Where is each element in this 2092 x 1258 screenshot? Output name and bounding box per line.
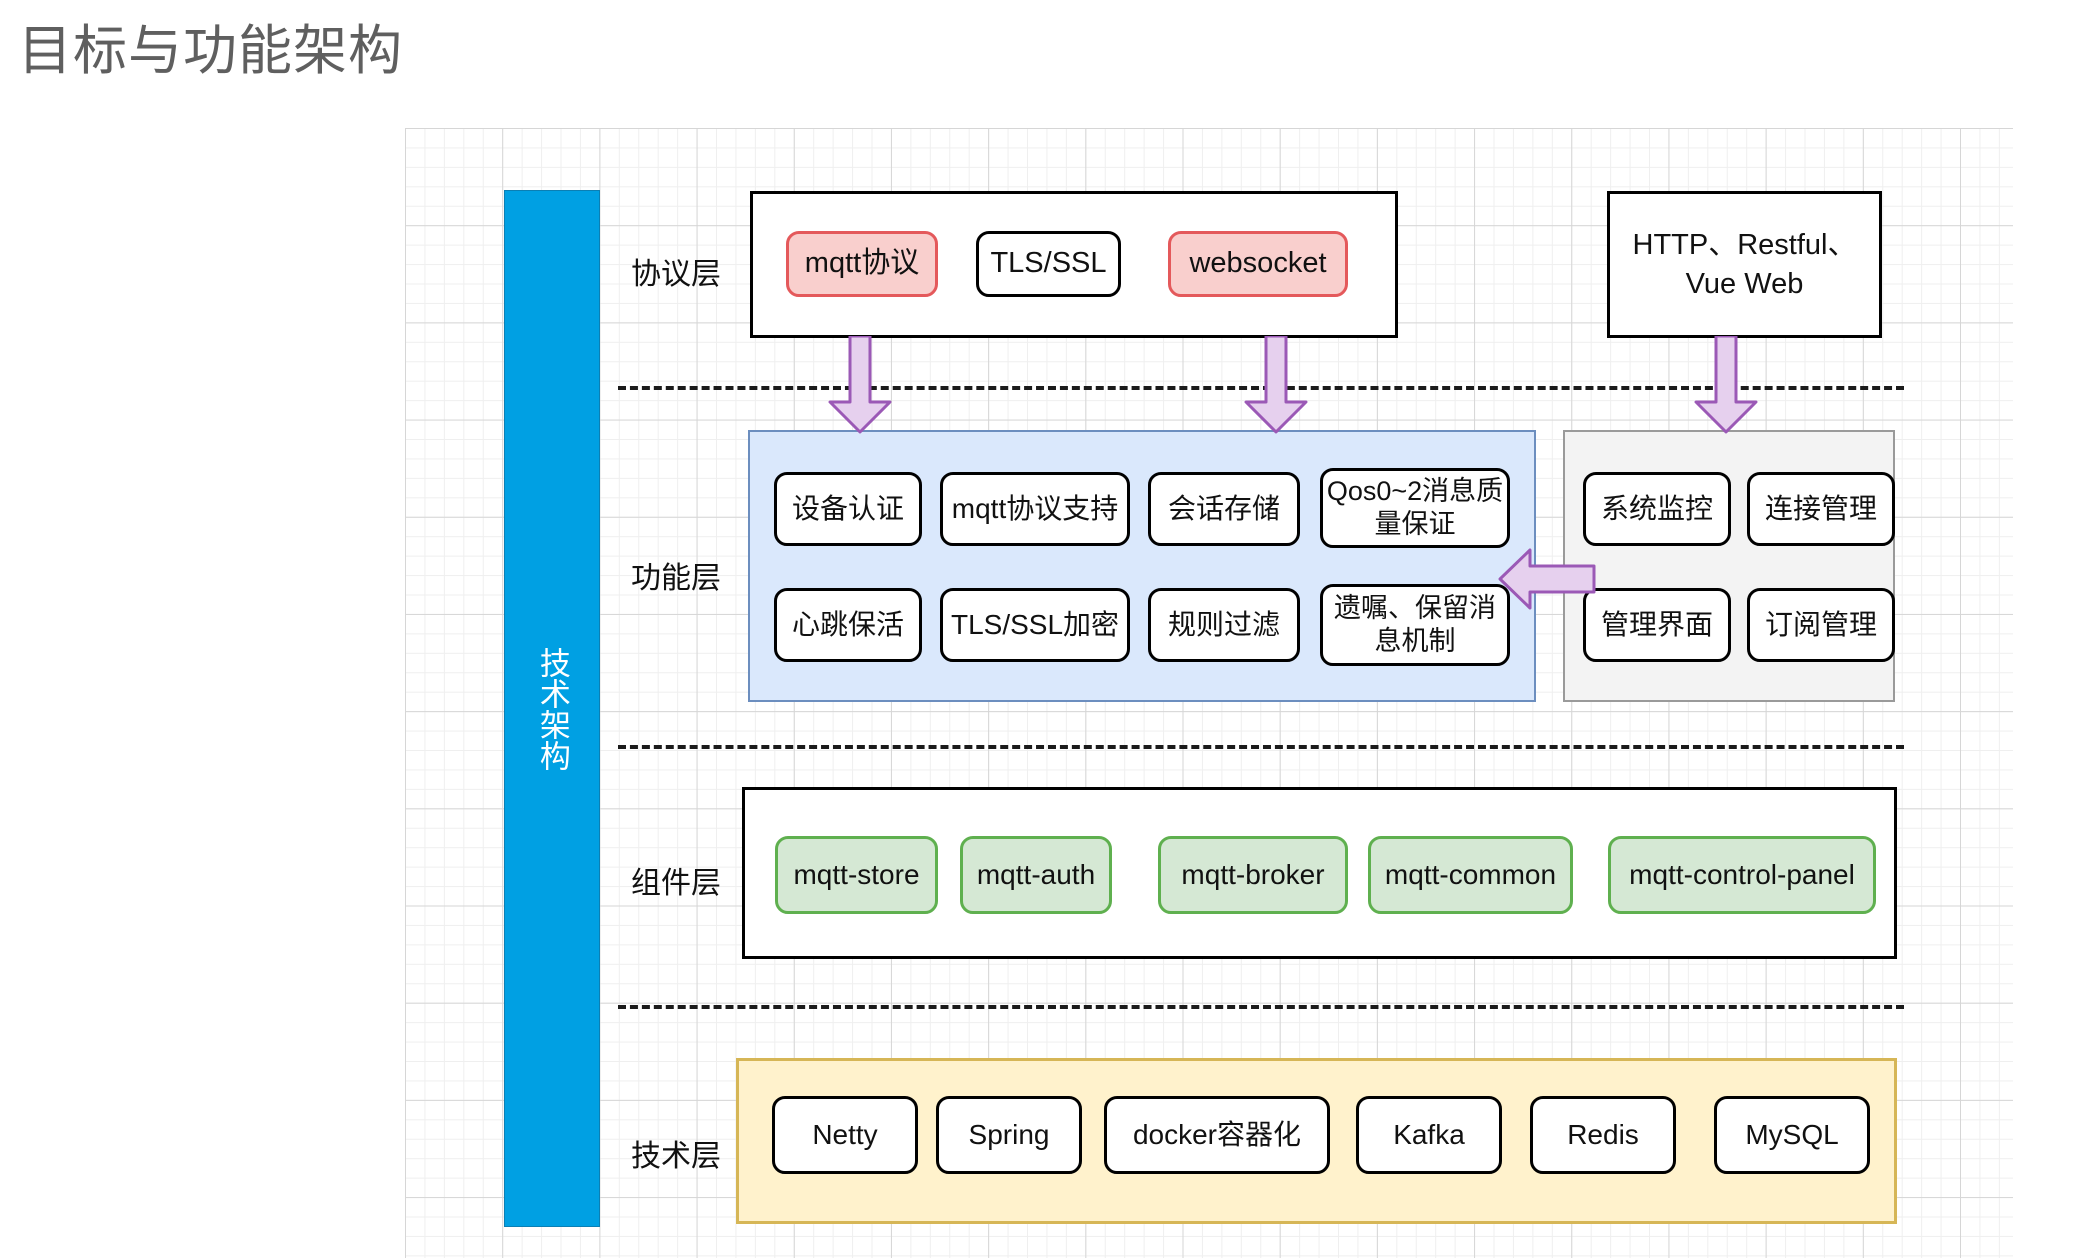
layer-divider-component-tech	[618, 1005, 1904, 1009]
node-admin-interface[interactable]: 管理界面	[1583, 588, 1731, 662]
node-web-protocols-line1: HTTP、Restful、	[1632, 229, 1857, 262]
node-connection-management[interactable]: 连接管理	[1747, 472, 1895, 546]
arrow-left-management-to-function	[1498, 548, 1596, 610]
tech-architecture-bar-label: 技术架构	[534, 646, 570, 771]
node-netty[interactable]: Netty	[772, 1096, 918, 1174]
arrow-down-websocket-to-function	[1244, 336, 1308, 434]
arrow-down-web-to-management	[1694, 336, 1758, 434]
node-spring[interactable]: Spring	[936, 1096, 1082, 1174]
node-system-monitor[interactable]: 系统监控	[1583, 472, 1731, 546]
node-mqtt-control-panel[interactable]: mqtt-control-panel	[1608, 836, 1876, 914]
layer-divider-function-component	[618, 745, 1904, 749]
node-mqtt-protocol[interactable]: mqtt协议	[786, 231, 938, 297]
node-rule-filter[interactable]: 规则过滤	[1148, 588, 1300, 662]
node-web-protocols-line2: Vue Web	[1685, 267, 1804, 300]
node-device-auth[interactable]: 设备认证	[774, 472, 922, 546]
node-websocket[interactable]: websocket	[1168, 231, 1348, 297]
layer-label-function: 功能层	[631, 562, 721, 595]
node-mqtt-common[interactable]: mqtt-common	[1368, 836, 1573, 914]
node-will-retain-message[interactable]: 遗嘱、保留消息机制	[1320, 584, 1510, 666]
node-tls-ssl[interactable]: TLS/SSL	[976, 231, 1121, 297]
node-mqtt-store[interactable]: mqtt-store	[775, 836, 938, 914]
node-web-protocols-label: HTTP、Restful、 Vue Web	[1633, 226, 1857, 303]
node-subscription-management[interactable]: 订阅管理	[1747, 588, 1895, 662]
node-mysql[interactable]: MySQL	[1714, 1096, 1870, 1174]
tech-architecture-bar: 技术架构	[504, 190, 600, 1227]
node-docker[interactable]: docker容器化	[1104, 1096, 1330, 1174]
node-web-protocols[interactable]: HTTP、Restful、 Vue Web	[1607, 191, 1882, 338]
node-mqtt-protocol-support[interactable]: mqtt协议支持	[940, 472, 1130, 546]
layer-label-component: 组件层	[631, 867, 721, 900]
node-kafka[interactable]: Kafka	[1356, 1096, 1502, 1174]
node-mqtt-broker[interactable]: mqtt-broker	[1158, 836, 1348, 914]
node-session-storage[interactable]: 会话存储	[1148, 472, 1300, 546]
node-tls-ssl-encryption[interactable]: TLS/SSL加密	[940, 588, 1130, 662]
node-heartbeat-keepalive[interactable]: 心跳保活	[774, 588, 922, 662]
layer-label-tech: 技术层	[631, 1140, 721, 1173]
layer-divider-protocol-function	[618, 386, 1904, 390]
node-mqtt-auth[interactable]: mqtt-auth	[960, 836, 1112, 914]
page-title: 目标与功能架构	[18, 21, 403, 81]
layer-label-protocol: 协议层	[631, 258, 721, 291]
arrow-down-mqtt-to-function	[828, 336, 892, 434]
node-redis[interactable]: Redis	[1530, 1096, 1676, 1174]
node-qos-guarantee[interactable]: Qos0~2消息质量保证	[1320, 468, 1510, 548]
